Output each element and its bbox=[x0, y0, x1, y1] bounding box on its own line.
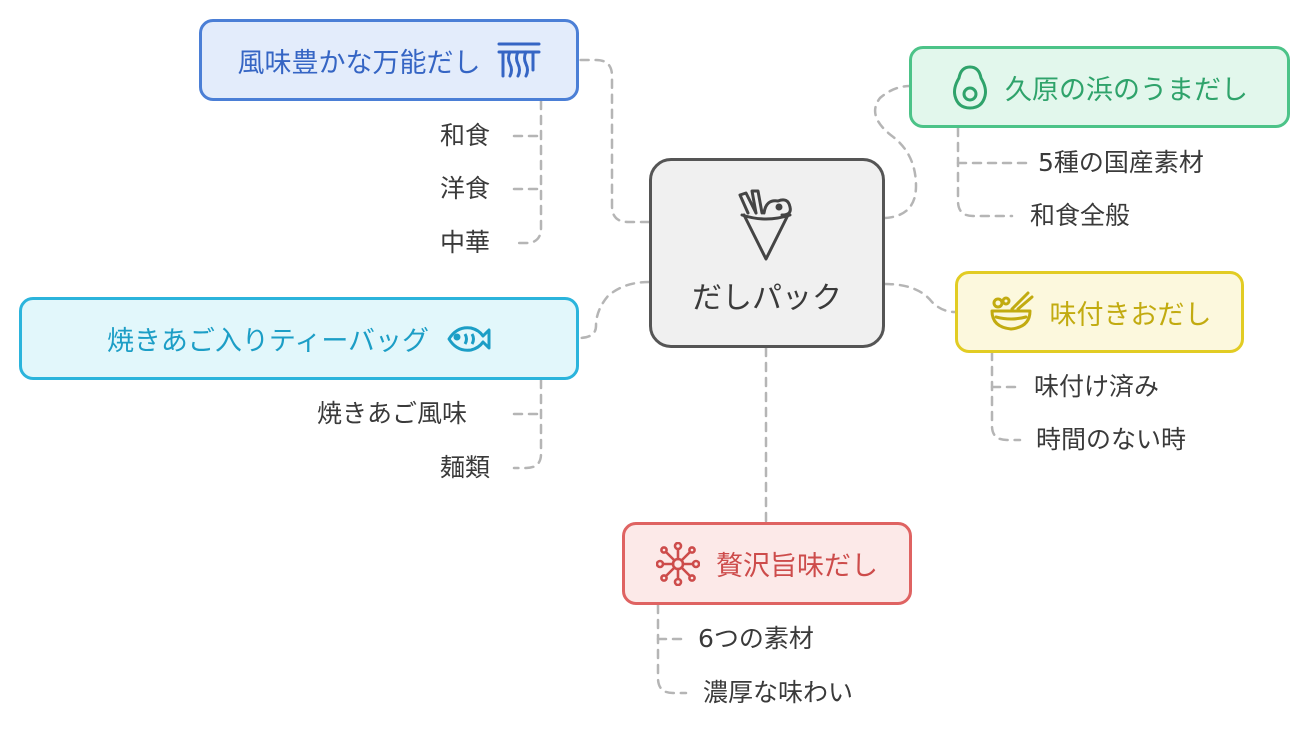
fish-icon bbox=[445, 322, 491, 356]
leaf-item: 和食全般 bbox=[1030, 201, 1131, 230]
leaf-item: 濃厚な味わい bbox=[703, 678, 854, 707]
leaf-item: 5種の国産素材 bbox=[1038, 148, 1204, 177]
leaf-item: 和食 bbox=[440, 121, 491, 150]
branch-fumi-yutaka-node: 風味豊かな万能だし bbox=[199, 19, 579, 101]
branch-label: 贅沢旨味だし bbox=[716, 551, 878, 582]
branch-yakiago-node: 焼きあご入りティーバッグ bbox=[19, 297, 579, 380]
leaf-item: 6つの素材 bbox=[698, 624, 814, 653]
branch-label: 風味豊かな万能だし bbox=[237, 47, 481, 79]
leaf-item: 時間のない時 bbox=[1036, 425, 1187, 454]
branch-kubara-node: 久原の浜のうまだし bbox=[909, 46, 1290, 128]
leaf-item: 麺類 bbox=[440, 453, 491, 482]
leaf-item: 中華 bbox=[440, 228, 491, 257]
leaf-item: 洋食 bbox=[440, 174, 491, 203]
center-node: だしパック bbox=[649, 158, 885, 348]
branch-label: 久原の浜のうまだし bbox=[1005, 74, 1248, 106]
center-label: だしパック bbox=[692, 281, 842, 316]
leaf-item: 焼きあご風味 bbox=[317, 399, 468, 428]
dashi-pack-icon bbox=[736, 189, 798, 263]
flavor-burst-icon bbox=[656, 541, 700, 586]
soup-bowl-icon bbox=[988, 291, 1034, 333]
branch-zeitaku-node: 贅沢旨味だし bbox=[622, 522, 912, 605]
noodle-icon bbox=[497, 40, 541, 80]
avocado-icon bbox=[951, 64, 989, 110]
branch-label: 味付きおだし bbox=[1049, 299, 1212, 331]
branch-label: 焼きあご入りティーバッグ bbox=[106, 326, 430, 357]
branch-ajitsuki-node: 味付きおだし bbox=[955, 271, 1244, 353]
leaf-item: 味付け済み bbox=[1034, 372, 1160, 401]
